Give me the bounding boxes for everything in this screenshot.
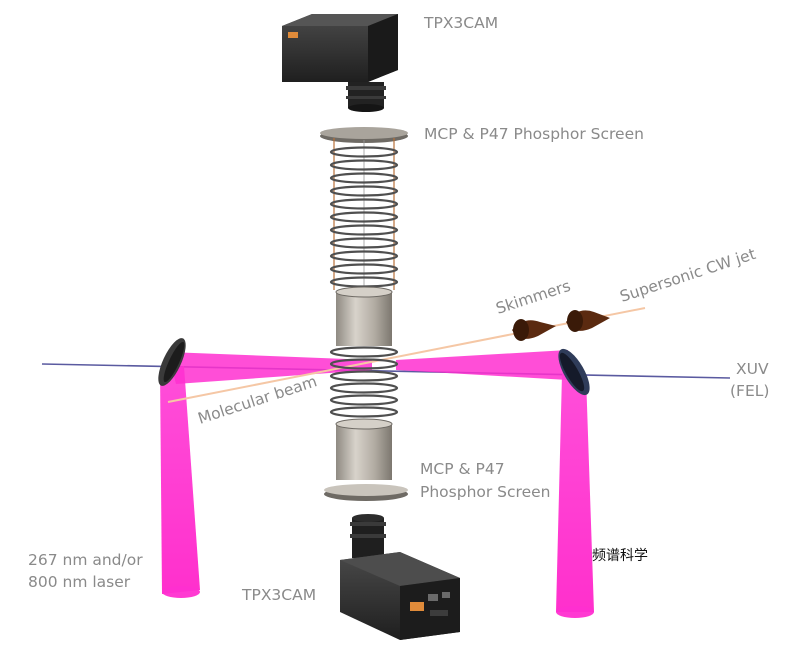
left-laser-vertical <box>160 366 200 594</box>
electrode-ring <box>329 250 399 262</box>
electrode-ring <box>329 198 399 210</box>
electrode-ring <box>329 237 399 249</box>
skimmer-2-icon <box>566 310 610 332</box>
upper-drift-tube <box>336 292 392 346</box>
watermark-text: 频谱科学 <box>592 548 648 564</box>
label-bottom-camera: TPX3CAM <box>241 586 316 604</box>
label-bottom-screen-2: Phosphor Screen <box>420 483 550 501</box>
label-laser-2: 800 nm laser <box>28 573 131 591</box>
spectrometer-stack <box>320 127 408 501</box>
label-top-camera: TPX3CAM <box>423 14 498 32</box>
molecular-beam-line <box>167 307 646 403</box>
right-laser-horizontal <box>396 350 568 380</box>
electrode-ring <box>329 146 399 158</box>
bottom-camera-icon <box>340 514 460 640</box>
label-skimmers: Skimmers <box>494 277 573 318</box>
left-laser-horizontal <box>168 352 372 384</box>
left-mirror-icon <box>158 338 186 386</box>
laser-beams <box>160 350 594 618</box>
skimmer-1-icon <box>512 319 556 341</box>
label-laser-1: 267 nm and/or <box>28 551 143 569</box>
electrode-ring <box>329 263 399 275</box>
electrode-ring <box>329 370 399 382</box>
xuv-beam-line <box>41 363 731 379</box>
lower-drift-tube <box>336 424 392 480</box>
right-mirror-icon <box>558 348 590 396</box>
electrode-ring <box>329 358 399 370</box>
electrode-ring <box>329 159 399 171</box>
electrode-ring <box>329 185 399 197</box>
label-xuv: XUV <box>736 360 769 378</box>
electrode-ring <box>329 394 399 406</box>
electrode-ring <box>329 346 399 358</box>
label-bottom-screen-1: MCP & P47 <box>420 460 505 478</box>
electrode-ring <box>329 406 399 418</box>
right-laser-vertical <box>556 374 594 612</box>
electrode-ring <box>329 382 399 394</box>
label-jet: Supersonic CW jet <box>618 245 758 306</box>
label-fel: (FEL) <box>730 382 769 400</box>
electrode-ring <box>329 172 399 184</box>
label-top-screen: MCP & P47 Phosphor Screen <box>424 125 644 143</box>
electrode-ring <box>329 211 399 223</box>
top-camera-icon <box>282 14 398 112</box>
electrode-ring <box>329 224 399 236</box>
